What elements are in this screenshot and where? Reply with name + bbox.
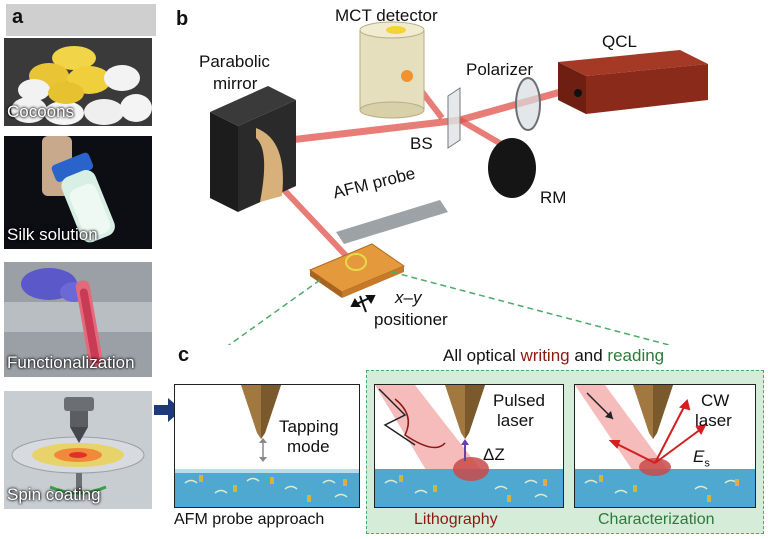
lithography-illustration [375,385,563,507]
silk-solution-image [42,136,115,243]
xy-positioner-arrows [350,295,376,313]
afm-probe-cantilever [336,200,448,244]
pulsed-laser-label: laser [497,411,534,430]
rm-label: RM [540,188,567,207]
positioner-label: positioner [374,310,448,329]
panel-b-letter: b [176,8,189,30]
functionalization-image [4,262,152,377]
cw-label: CW [701,391,730,410]
heading-reading: reading [607,346,665,365]
panel-a-letter: a [12,6,24,28]
sample-stage [308,243,406,298]
xy-label: x–y [395,288,422,307]
functionalization-label: Functionalization [7,353,135,372]
qcl-source [558,50,708,114]
approach-illustration [175,385,359,507]
beam-bs-to-mirror [289,116,461,144]
parabolic-mirror [210,86,296,212]
heading-writing: writing [520,346,570,365]
characterization-illustration [575,385,755,507]
approach-caption: AFM probe approach [174,511,325,528]
spin-coating-label: Spin coating [7,485,101,504]
mct-detector-label: MCT detector [335,6,438,25]
characterization-box: CW laser Es [574,384,756,508]
optical-heading: All optical writing and reading [443,346,664,366]
cocoons-label: Cocoons [7,102,75,121]
polarizer [515,77,541,131]
zoom-dashed-lines [227,271,673,345]
heading-prefix: All optical [443,346,521,365]
silk-solution-photo: Silk solution [4,136,152,249]
silk-solution-label: Silk solution [7,225,98,244]
es-label: Es [693,447,710,470]
optical-setup-diagram [210,21,708,345]
panel-c-letter: c [178,344,190,366]
bs-label: BS [410,134,433,153]
polarizer-label: Polarizer [466,60,534,79]
approach-box: Tapping mode [174,384,360,508]
functionalization-photo: Functionalization [4,262,152,377]
lithography-caption: Lithography [414,511,498,528]
spin-coating-illustration: Spin coating [4,391,152,509]
tapping-label: Tapping [279,417,339,436]
cocoons-photo: Cocoons [4,38,152,126]
characterization-caption: Characterization [598,511,715,528]
cw-laser-label: laser [695,411,732,430]
spin-coating-image [11,397,145,495]
mode-label: mode [287,437,330,456]
delta-z-label: ΔZ [483,445,505,464]
lithography-box: Pulsed laser ΔZ [374,384,564,508]
cocoons-image [11,46,152,125]
heading-and: and [569,346,608,365]
beam-splitter [447,87,461,149]
reference-mirror [488,138,536,198]
parabolic-label: Parabolic [199,52,270,71]
pulsed-label: Pulsed [493,391,545,410]
qcl-label: QCL [602,32,637,51]
mirror-label: mirror [213,74,258,93]
panel-a-header [6,4,156,36]
mct-detector [359,21,425,119]
